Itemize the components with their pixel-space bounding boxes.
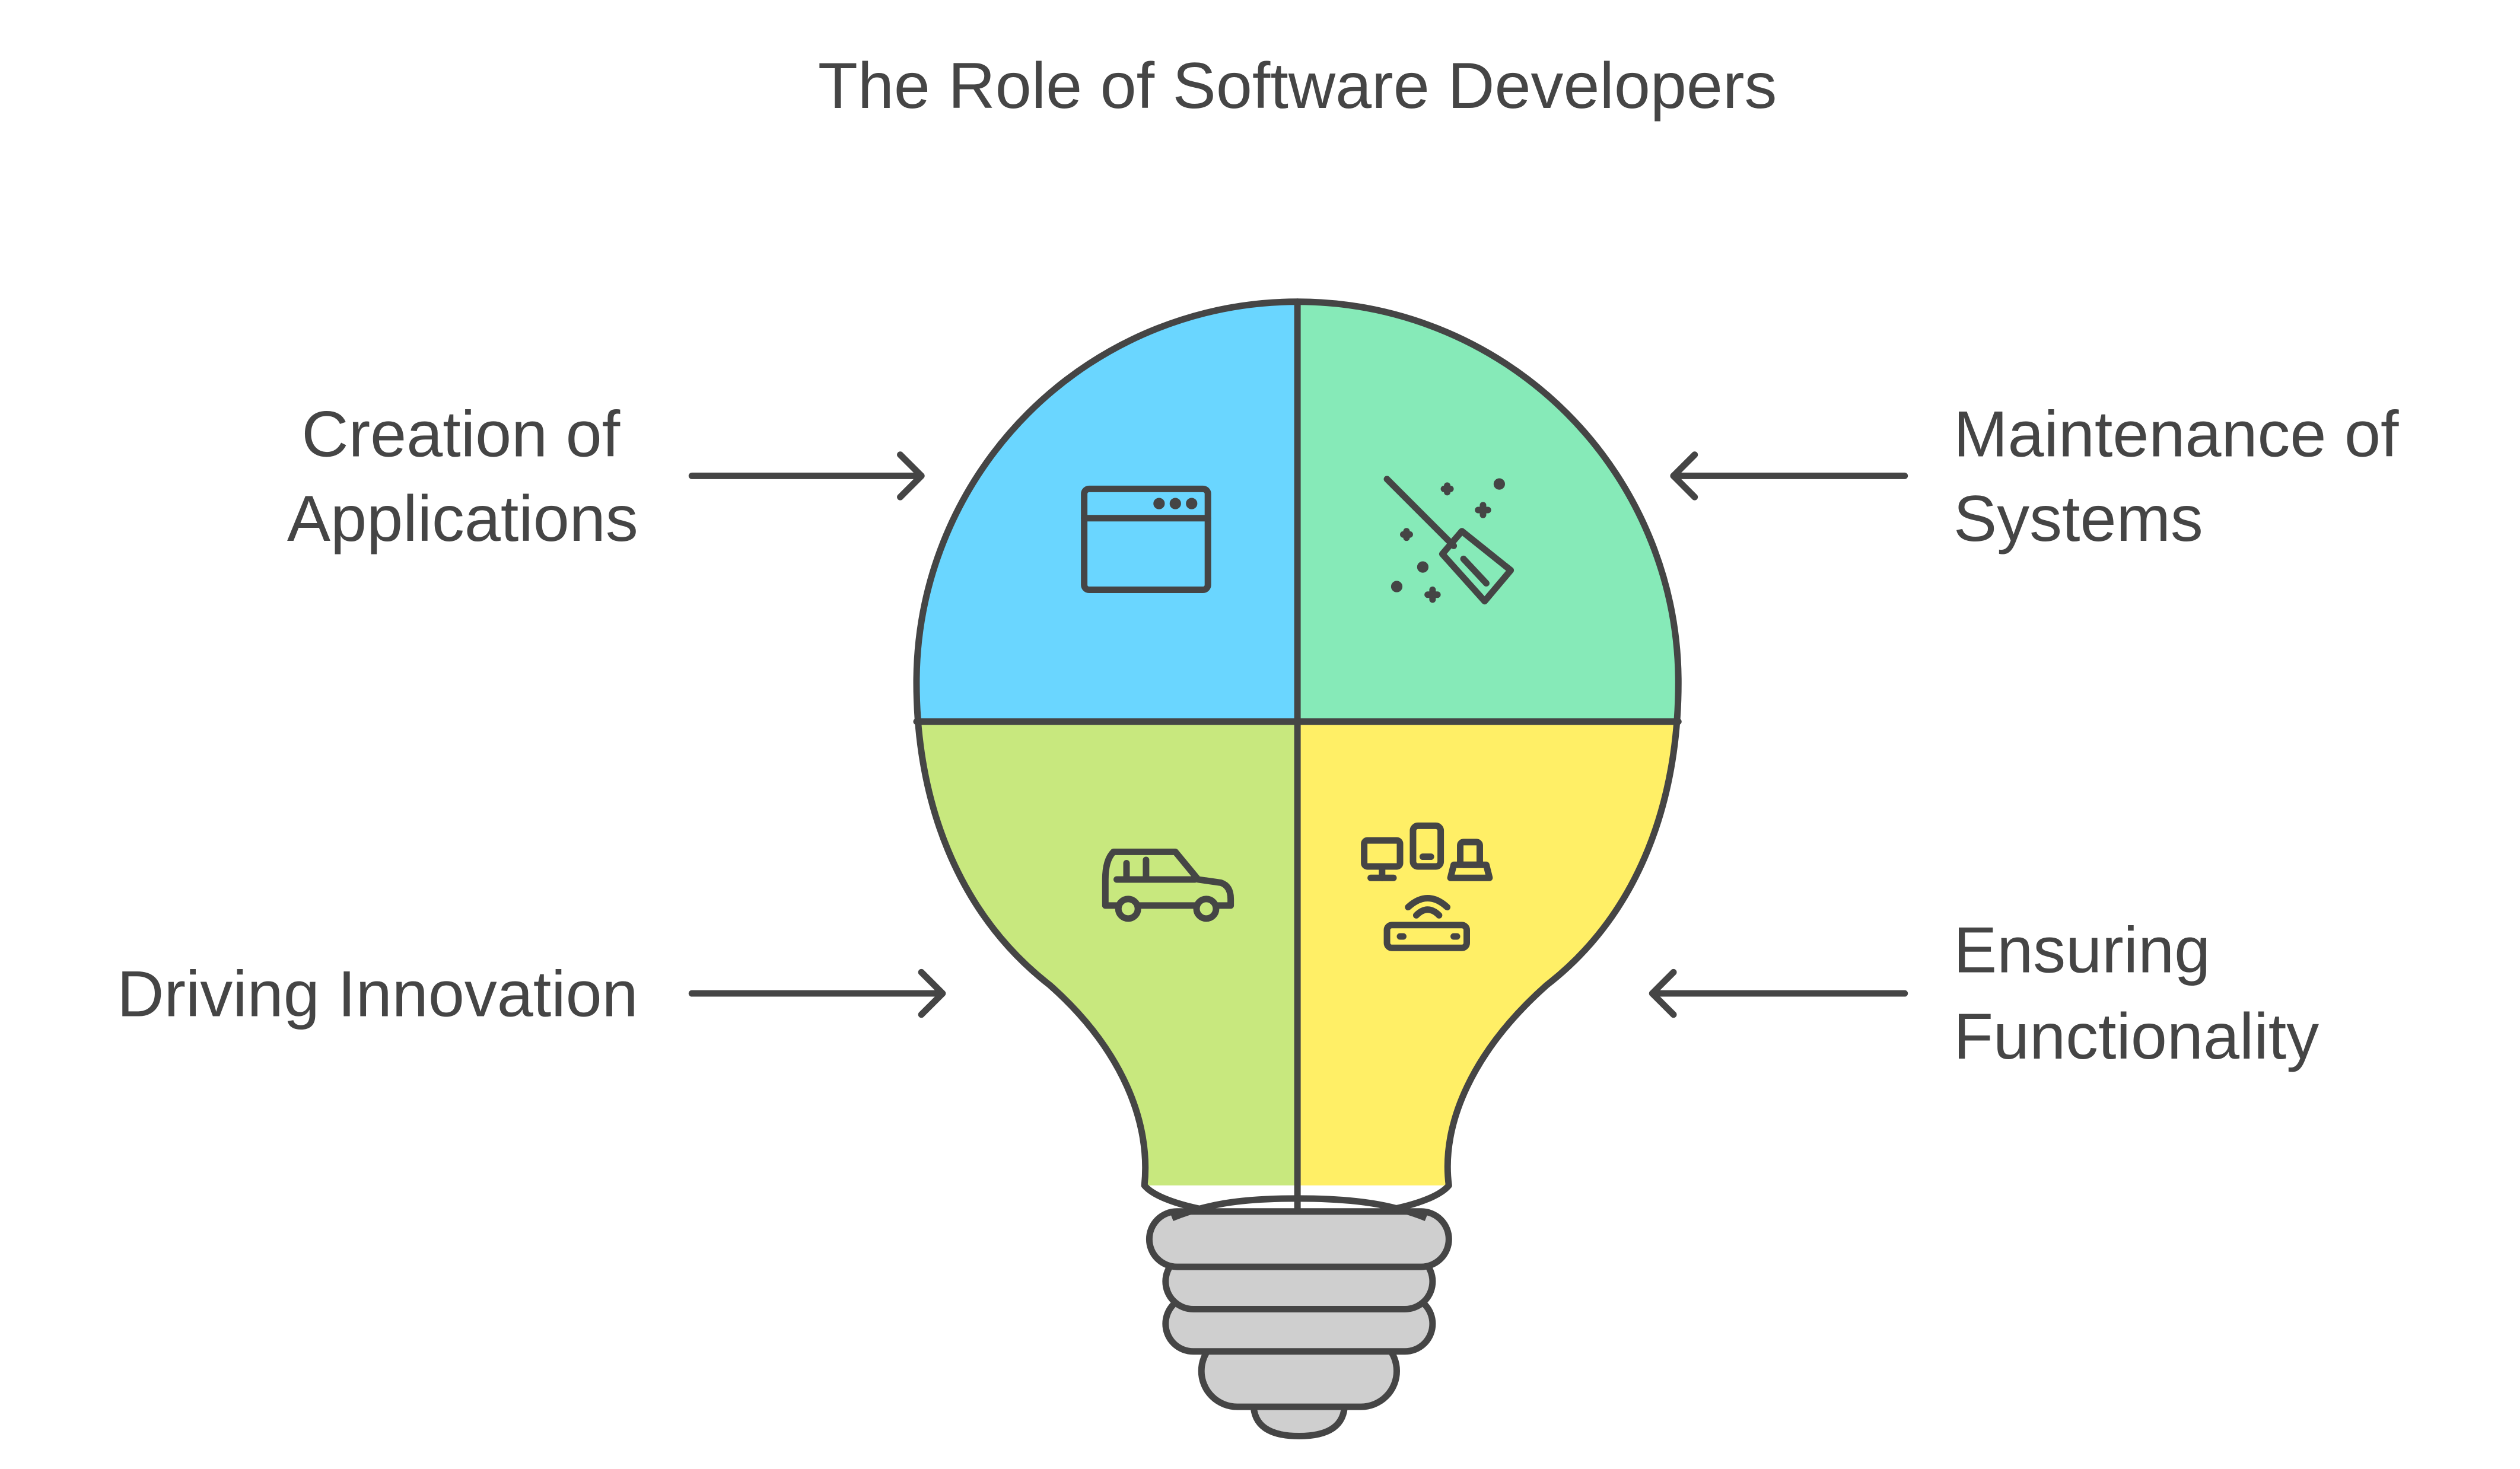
quadrant-driving-innovation — [916, 721, 1298, 1186]
label-driving-innovation: Driving Innovation — [117, 958, 638, 1030]
car-icon — [1102, 848, 1234, 922]
broom-icon — [1383, 476, 1514, 605]
arrow-maintenance-of-systems — [1670, 451, 1908, 501]
label-ensuring-functionality: Ensuring Functionality — [1953, 914, 2319, 1072]
arrow-ensuring-functionality — [1649, 968, 1908, 1018]
bulb-screw-base — [1146, 1195, 1452, 1439]
diagram-title: The Role of Software Developers — [818, 50, 1777, 122]
label-maintenance-of-systems: Maintenance of Systems — [1953, 398, 2417, 555]
quadrant-creation-of-applications — [916, 301, 1298, 722]
arrows — [688, 451, 1908, 1018]
browser-window-icon — [1081, 485, 1211, 594]
quadrant-ensuring-functionality — [1297, 721, 1679, 1186]
label-creation-of-applications: Creation of Applications — [287, 398, 638, 555]
arrow-driving-innovation — [688, 968, 946, 1018]
connected-devices-icon — [1361, 822, 1493, 951]
arrow-creation-of-applications — [688, 451, 925, 501]
quadrant-maintenance-of-systems — [1297, 301, 1679, 722]
